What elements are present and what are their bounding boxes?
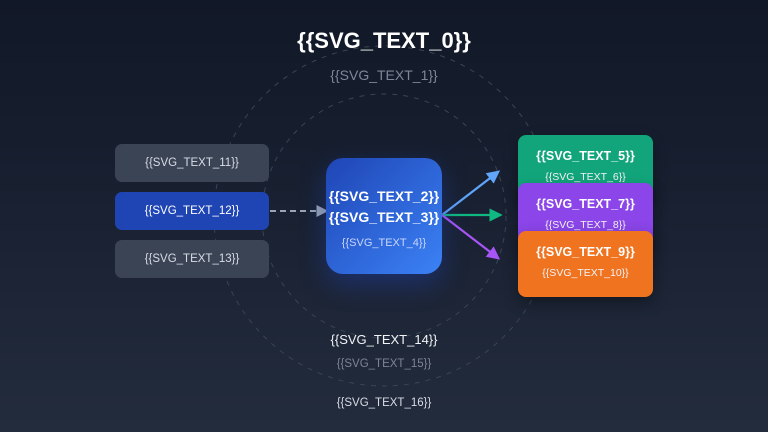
- diagram-title: {{SVG_TEXT_0}}: [297, 28, 471, 53]
- core-to-output-1-arrow: [441, 170, 501, 216]
- output-card-1-subtitle: {{SVG_TEXT_6}}: [545, 171, 626, 183]
- output-card-1-title: {{SVG_TEXT_5}}: [536, 149, 635, 163]
- input-node-3-label: {{SVG_TEXT_13}}: [144, 253, 240, 265]
- output-card-3[interactable]: {{SVG_TEXT_9}} {{SVG_TEXT_10}}: [518, 231, 653, 297]
- output-card-2-subtitle: {{SVG_TEXT_8}}: [545, 219, 626, 231]
- core-node-title-line-1: {{SVG_TEXT_2}}: [328, 188, 440, 204]
- input-node-2[interactable]: {{SVG_TEXT_12}}: [115, 192, 269, 230]
- input-node-1[interactable]: {{SVG_TEXT_11}}: [115, 144, 269, 182]
- input-node-1-label: {{SVG_TEXT_11}}: [145, 157, 239, 169]
- input-node-3[interactable]: {{SVG_TEXT_13}}: [115, 240, 269, 278]
- input-node-2-label: {{SVG_TEXT_12}}: [144, 205, 240, 217]
- core-node-title-line-2: {{SVG_TEXT_3}}: [328, 209, 440, 225]
- footer-main-text: {{SVG_TEXT_14}}: [330, 332, 438, 347]
- footer-note-text: {{SVG_TEXT_16}}: [336, 397, 432, 409]
- output-card-3-title: {{SVG_TEXT_9}}: [536, 245, 635, 259]
- footer-sub-text: {{SVG_TEXT_15}}: [336, 358, 432, 370]
- core-node[interactable]: {{SVG_TEXT_2}} {{SVG_TEXT_3}} {{SVG_TEXT…: [326, 158, 442, 274]
- core-node-subtitle: {{SVG_TEXT_4}}: [341, 237, 427, 249]
- output-card-2-title: {{SVG_TEXT_7}}: [536, 197, 635, 211]
- orbit-ring-inner: [261, 93, 507, 339]
- output-card-3-subtitle: {{SVG_TEXT_10}}: [542, 267, 629, 279]
- diagram-subtitle: {{SVG_TEXT_1}}: [330, 67, 438, 83]
- core-to-output-3-arrow: [441, 214, 501, 260]
